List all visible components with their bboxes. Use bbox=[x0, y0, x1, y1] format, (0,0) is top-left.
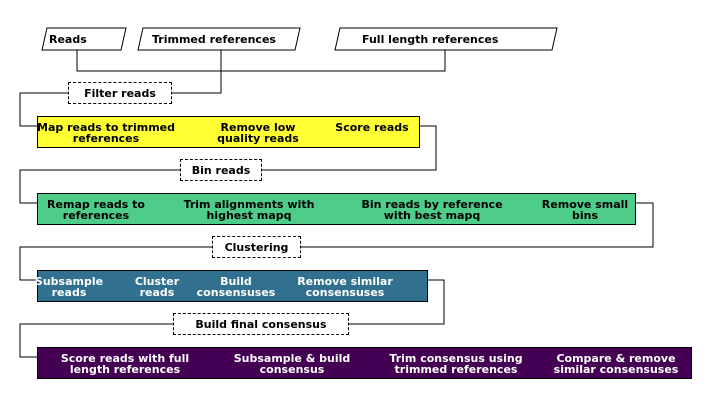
step-filter-reads: Filter reads bbox=[68, 82, 172, 104]
input-reads-shape bbox=[41, 27, 127, 51]
connector-filter-stage bbox=[262, 125, 437, 171]
connector-bin-step bbox=[19, 169, 180, 204]
step-clustering-label: Clustering bbox=[224, 241, 289, 254]
stage-filter-item-3: Score reads bbox=[335, 121, 409, 134]
connector-trimmed bbox=[172, 50, 222, 94]
step-filter-reads-label: Filter reads bbox=[84, 87, 156, 100]
connector-final-step bbox=[19, 323, 173, 358]
input-trimmed-shape bbox=[137, 27, 301, 51]
step-bin-reads-label: Bin reads bbox=[191, 164, 251, 177]
step-clustering: Clustering bbox=[212, 236, 301, 258]
input-reads: Reads bbox=[49, 33, 87, 46]
connector-cluster-step bbox=[19, 246, 212, 281]
input-trimmed-references: Trimmed references bbox=[152, 33, 276, 46]
connector-filter-step bbox=[19, 92, 68, 127]
step-build-final-consensus: Build final consensus bbox=[173, 313, 349, 335]
connector-cluster-stage bbox=[349, 279, 445, 325]
input-fulllength-shape bbox=[334, 27, 558, 51]
input-full-length-references: Full length references bbox=[362, 33, 499, 46]
connector-reads bbox=[76, 50, 446, 72]
connector-bin-stage bbox=[301, 202, 654, 248]
step-bin-reads: Bin reads bbox=[180, 159, 262, 181]
step-build-final-consensus-label: Build final consensus bbox=[195, 318, 327, 331]
